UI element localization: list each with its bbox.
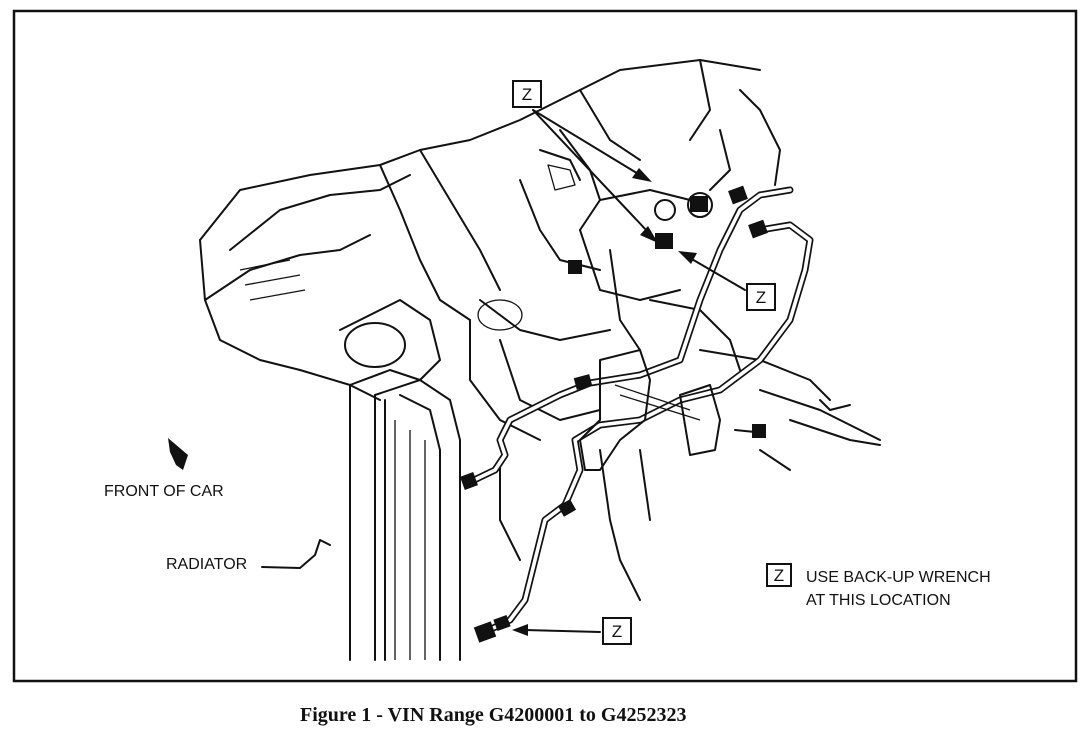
z-marker-right-text: Z bbox=[756, 288, 766, 307]
z-marker-top-text: Z bbox=[522, 85, 532, 104]
bracket-drawing bbox=[579, 349, 721, 471]
z-marker-bottom-text: Z bbox=[612, 622, 622, 641]
legend-line-1: USE BACK-UP WRENCH bbox=[806, 569, 991, 586]
z-marker-legend-text: Z bbox=[774, 566, 784, 585]
legend-line-2: AT THIS LOCATION bbox=[806, 592, 951, 609]
fittings bbox=[460, 185, 768, 643]
brake-lines bbox=[466, 186, 814, 636]
figure-caption: Figure 1 - VIN Range G4200001 to G425232… bbox=[300, 704, 686, 726]
radiator-label: RADIATOR bbox=[166, 556, 247, 573]
figure-frame bbox=[12, 9, 1078, 683]
front-direction-arrow bbox=[168, 438, 188, 470]
z-marker-legend: Z bbox=[766, 563, 792, 587]
radiator-drawing bbox=[349, 369, 461, 661]
callout-arrows bbox=[168, 109, 746, 636]
engine-block-drawing bbox=[199, 59, 881, 601]
z-marker-bottom: Z bbox=[602, 617, 632, 645]
z-marker-right: Z bbox=[746, 283, 776, 311]
front-of-car-label: FRONT OF CAR bbox=[104, 483, 224, 500]
z-marker-top: Z bbox=[512, 80, 542, 108]
